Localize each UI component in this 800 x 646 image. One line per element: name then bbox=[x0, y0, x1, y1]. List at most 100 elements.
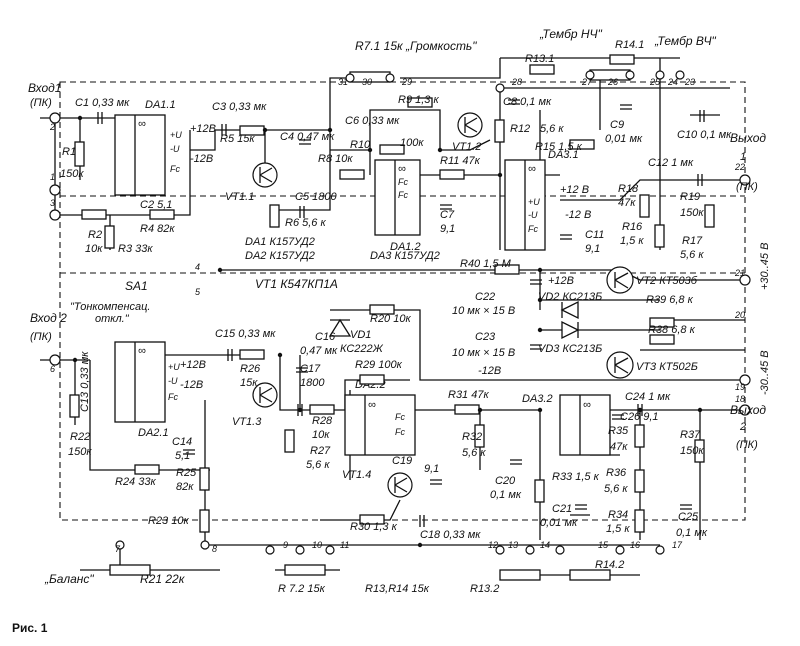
svg-text:C3 0,33 мк: C3 0,33 мк bbox=[212, 101, 267, 113]
svg-text:DA2.1: DA2.1 bbox=[138, 427, 169, 439]
svg-text:28: 28 bbox=[511, 77, 522, 87]
transistor-vt14: VT1.4 bbox=[342, 469, 413, 498]
svg-text:-U: -U bbox=[170, 144, 180, 154]
svg-text:C12 1 мк: C12 1 мк bbox=[648, 157, 694, 169]
svg-text:5: 5 bbox=[195, 287, 201, 297]
svg-text:5,6 к: 5,6 к bbox=[462, 447, 486, 459]
transistor-vt11: VT1.1 bbox=[225, 162, 278, 203]
svg-text:9,1: 9,1 bbox=[440, 223, 455, 235]
svg-text:25: 25 bbox=[649, 77, 661, 87]
svg-text:9: 9 bbox=[283, 540, 288, 550]
svg-text:+12В: +12В bbox=[190, 123, 216, 135]
svg-text:VD3 КС213Б: VD3 КС213Б bbox=[538, 343, 602, 355]
output2-label: Выход bbox=[730, 403, 766, 417]
svg-text:R24 33к: R24 33к bbox=[115, 476, 156, 488]
svg-text:26: 26 bbox=[607, 77, 618, 87]
svg-text:R38 6,8 к: R38 6,8 к bbox=[648, 324, 696, 336]
svg-text:C17: C17 bbox=[300, 363, 321, 375]
svg-text:+U: +U bbox=[168, 362, 180, 372]
svg-text:13: 13 bbox=[508, 540, 518, 550]
svg-text:R39 6,8 к: R39 6,8 к bbox=[646, 294, 694, 306]
svg-text:+12 В: +12 В bbox=[560, 184, 589, 196]
svg-text:C19: C19 bbox=[392, 455, 412, 467]
svg-text:R10: R10 bbox=[350, 139, 371, 151]
svg-text:VD2 КС213Б: VD2 КС213Б bbox=[538, 291, 602, 303]
svg-text:(ПК): (ПК) bbox=[736, 439, 758, 451]
svg-text:17: 17 bbox=[672, 540, 683, 550]
svg-text:10 мк × 15 В: 10 мк × 15 В bbox=[452, 305, 515, 317]
svg-text:2: 2 bbox=[49, 122, 55, 132]
transistor-vt13: VT1.3 bbox=[232, 382, 278, 428]
svg-text:150к: 150к bbox=[680, 445, 704, 457]
svg-text:19: 19 bbox=[735, 382, 745, 392]
r21-label: R21 22к bbox=[140, 572, 186, 586]
svg-text:R14.1: R14.1 bbox=[615, 39, 644, 51]
svg-text:22: 22 bbox=[734, 162, 745, 172]
svg-text:20: 20 bbox=[734, 310, 745, 320]
svg-text:0,47 мк: 0,47 мк bbox=[300, 345, 338, 357]
volume-label: R7.1 15к „Громкость" bbox=[355, 39, 477, 53]
svg-text:R18: R18 bbox=[618, 183, 639, 195]
svg-text:0,1 мк: 0,1 мк bbox=[676, 527, 708, 539]
svg-text:15: 15 bbox=[598, 540, 609, 550]
svg-text:DA3 К157УД2: DA3 К157УД2 bbox=[370, 250, 440, 262]
transistor-vt2: VT2 КТ503б bbox=[606, 266, 698, 294]
svg-text:29: 29 bbox=[401, 77, 412, 87]
junction-dots bbox=[72, 115, 703, 548]
svg-text:∞: ∞ bbox=[398, 163, 406, 175]
svg-text:+12В: +12В bbox=[548, 275, 574, 287]
svg-text:∞: ∞ bbox=[138, 118, 146, 130]
svg-text:VT1.3: VT1.3 bbox=[232, 416, 262, 428]
svg-text:150к: 150к bbox=[680, 207, 704, 219]
sa1-label: SA1 bbox=[125, 279, 148, 293]
svg-text:R6 5,6 к: R6 5,6 к bbox=[285, 217, 326, 229]
svg-text:47к: 47к bbox=[618, 197, 636, 209]
svg-text:DA2 К157УД2: DA2 К157УД2 bbox=[245, 250, 315, 262]
svg-text:-12В: -12В bbox=[190, 153, 213, 165]
svg-text:R17: R17 bbox=[682, 235, 703, 247]
svg-text:R5 15к: R5 15к bbox=[220, 133, 255, 145]
svg-text:18: 18 bbox=[735, 394, 745, 404]
svg-text:6: 6 bbox=[50, 364, 55, 374]
svg-text:Fc: Fc bbox=[170, 164, 180, 174]
svg-text:R9 1,3 к: R9 1,3 к bbox=[398, 94, 439, 106]
svg-text:R27: R27 bbox=[310, 445, 331, 457]
svg-text:0,01 мк: 0,01 мк bbox=[605, 133, 643, 145]
svg-text:-12В: -12В bbox=[180, 379, 203, 391]
svg-text:R11 47к: R11 47к bbox=[440, 155, 481, 167]
svg-text:R23 10к: R23 10к bbox=[148, 515, 189, 527]
svg-text:C26 9,1: C26 9,1 bbox=[620, 411, 659, 423]
svg-text:КС222Ж: КС222Ж bbox=[340, 343, 384, 355]
svg-text:C4 0,47 мк: C4 0,47 мк bbox=[280, 131, 335, 143]
input2-label: Вход 2 bbox=[30, 311, 67, 325]
svg-text:+12В: +12В bbox=[180, 359, 206, 371]
svg-text:R40 1,5 М: R40 1,5 М bbox=[460, 258, 512, 270]
svg-text:9,1: 9,1 bbox=[585, 243, 600, 255]
svg-text:R34: R34 bbox=[608, 509, 628, 521]
svg-text:R8 10к: R8 10к bbox=[318, 153, 353, 165]
ic-da12: ∞ Fc Fc DA1.2 bbox=[374, 159, 421, 253]
svg-text:R28: R28 bbox=[312, 415, 333, 427]
svg-text:24: 24 bbox=[667, 77, 678, 87]
svg-text:R36: R36 bbox=[606, 467, 627, 479]
svg-text:DA1 К157УД2: DA1 К157УД2 bbox=[245, 236, 315, 248]
svg-text:C20: C20 bbox=[495, 475, 516, 487]
svg-text:23: 23 bbox=[684, 77, 695, 87]
transistor-vt3: VT3 КТ502Б bbox=[606, 351, 698, 379]
svg-text:(ПК): (ПК) bbox=[30, 97, 52, 109]
svg-text:C21: C21 bbox=[552, 503, 572, 515]
figure-caption: Рис. 1 bbox=[12, 621, 48, 635]
ic-da21: ∞ DA2.1 +U -U Fc +12В -12В bbox=[114, 341, 206, 439]
svg-text:27: 27 bbox=[581, 77, 593, 87]
svg-text:∞: ∞ bbox=[368, 399, 376, 411]
svg-text:C13 0,33 мк: C13 0,33 мк bbox=[79, 351, 91, 412]
svg-text:4: 4 bbox=[195, 262, 200, 272]
svg-text:+U: +U bbox=[528, 197, 540, 207]
svg-text:3: 3 bbox=[50, 198, 55, 208]
supply-minus: -30..45 В bbox=[759, 350, 771, 395]
svg-text:100к: 100к bbox=[400, 137, 424, 149]
svg-text:R15 1,5 к: R15 1,5 к bbox=[535, 141, 583, 153]
r72-label: R 7.2 15к bbox=[278, 583, 326, 595]
svg-text:C8 0,1 мк: C8 0,1 мк bbox=[503, 96, 552, 108]
